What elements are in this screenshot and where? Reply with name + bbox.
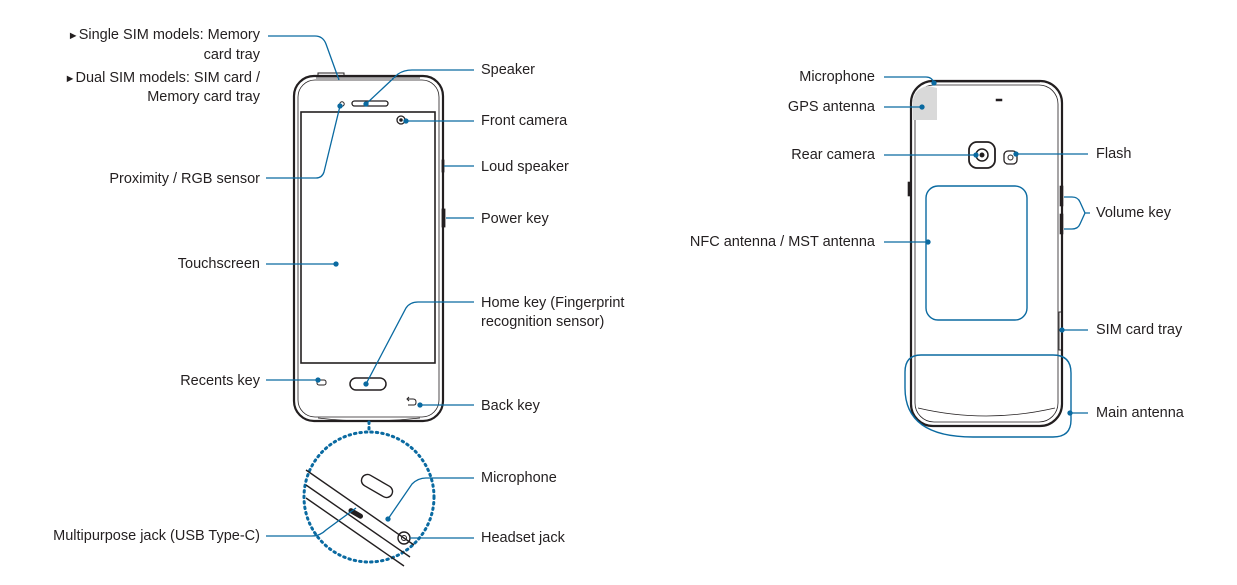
flash-icon — [1003, 150, 1018, 165]
front-phone-inner-edge — [297, 79, 440, 418]
usb-c-port-shape — [360, 473, 394, 499]
callout-memory-tray — [268, 35, 340, 81]
home-key-shape — [349, 377, 387, 391]
volume-up-key-shape — [1059, 185, 1064, 207]
label-microphone-rear: Microphone — [799, 69, 875, 85]
label-headset-jack: Headset jack — [481, 530, 565, 546]
volume-down-key-shape — [1059, 213, 1064, 235]
callout-proximity — [266, 105, 341, 179]
zoom-circle — [302, 430, 436, 564]
label-single-sim: ►Single SIM models: Memory — [63, 26, 260, 45]
label-single-sim-line2: card tray — [203, 47, 260, 63]
label-gps-antenna: GPS antenna — [787, 99, 875, 115]
label-back-key: Back key — [481, 398, 540, 414]
label-loud-speaker: Loud speaker — [481, 159, 569, 175]
bottom-detail-zoom — [302, 420, 436, 567]
label-home-key: Home key (Fingerprint — [481, 295, 625, 311]
rear-phone-inner-edge — [914, 84, 1059, 423]
label-recents: Recents key — [180, 373, 260, 389]
label-main-antenna: Main antenna — [1096, 405, 1184, 421]
nfc-antenna-shape — [925, 185, 1028, 321]
label-dual-sim: ►Dual SIM models: SIM card / — [59, 69, 260, 88]
callout-volume — [1064, 196, 1090, 230]
main-antenna-zone — [904, 354, 1072, 438]
label-microphone-front: Microphone — [481, 470, 557, 486]
gps-antenna-zone — [913, 86, 937, 120]
front-phone — [292, 72, 446, 423]
label-flash: Flash — [1096, 146, 1132, 162]
label-multipurpose: Multipurpose jack (USB Type-C) — [53, 528, 260, 544]
speaker-grille — [351, 100, 389, 107]
rear-phone — [904, 79, 1072, 438]
callout-lines — [266, 35, 1090, 539]
label-nfc-antenna: NFC antenna / MST antenna — [689, 234, 875, 250]
touchscreen-area — [300, 111, 436, 364]
label-speaker: Speaker — [481, 62, 536, 78]
label-volume-key: Volume key — [1096, 205, 1171, 221]
label-home-key-line2: recognition sensor) — [481, 314, 605, 330]
rear-phone-body — [909, 79, 1064, 428]
callout-speaker — [365, 69, 474, 105]
label-sim-card-tray: SIM card tray — [1096, 322, 1183, 338]
label-dual-sim-line2: Memory card tray — [147, 89, 260, 105]
label-proximity: Proximity / RGB sensor — [109, 171, 260, 187]
callout-home-key — [365, 301, 474, 385]
top-sim-tray — [317, 72, 345, 77]
label-power-key: Power key — [481, 211, 549, 227]
recents-key-icon — [316, 379, 327, 386]
callout-microphone-front — [387, 477, 474, 520]
label-touchscreen: Touchscreen — [177, 256, 260, 272]
front-phone-body — [292, 74, 445, 423]
power-key-shape — [441, 208, 446, 228]
label-front-camera: Front camera — [481, 113, 568, 129]
back-key-icon — [406, 396, 417, 406]
label-rear-camera: Rear camera — [791, 147, 875, 163]
bullet-triangle-icon: ► — [67, 30, 79, 42]
bullet-triangle-icon: ► — [64, 73, 76, 85]
callout-multipurpose — [266, 507, 357, 537]
